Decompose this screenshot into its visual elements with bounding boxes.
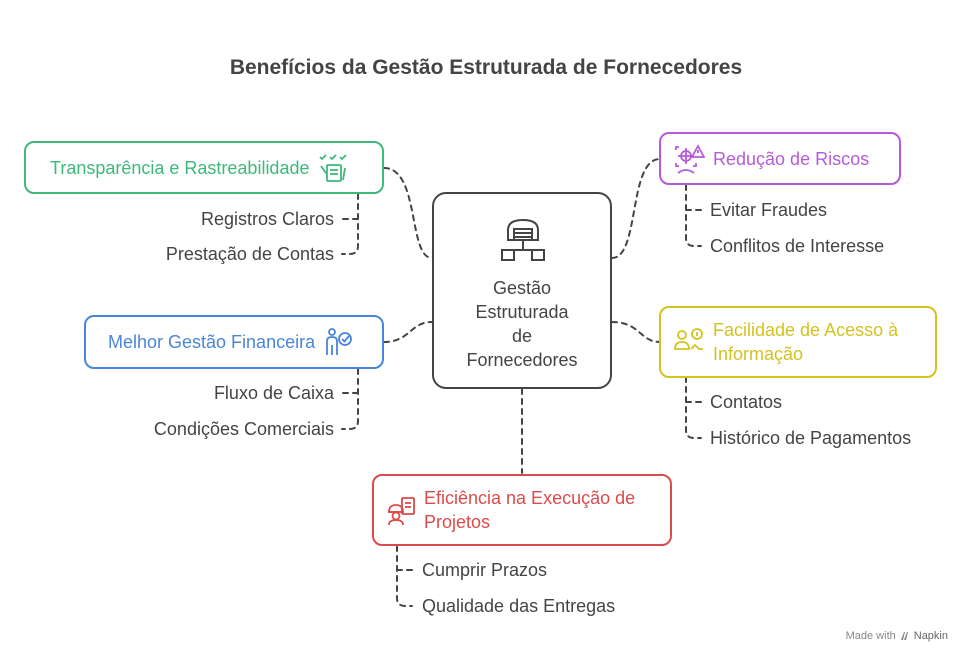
napkin-credit[interactable]: Made with Napkin bbox=[846, 630, 948, 642]
connector-finance-items bbox=[341, 368, 359, 430]
connector-risk bbox=[611, 158, 661, 259]
branch-efficiency: Eficiência na Execução de Projetos bbox=[372, 474, 672, 546]
branch-risk-label: Redução de Riscos bbox=[713, 148, 870, 169]
page-title: Benefícios da Gestão Estruturada de Forn… bbox=[229, 56, 743, 79]
credit-brand: Napkin bbox=[913, 630, 948, 642]
connector-access bbox=[611, 321, 661, 343]
person-check-icon bbox=[326, 328, 353, 355]
access-item-1: Histórico de Pagamentos bbox=[710, 428, 912, 448]
finance-item-1: Condições Comerciais bbox=[153, 419, 334, 439]
efficiency-item-0: Cumprir Prazos bbox=[422, 560, 548, 580]
transparency-item-0: Registros Claros bbox=[200, 209, 334, 229]
branch-risk: Redução de Riscos bbox=[659, 132, 901, 185]
tasks-checklist-icon bbox=[319, 153, 348, 182]
connector-transparency bbox=[383, 167, 433, 259]
risk-warning-icon bbox=[675, 143, 705, 174]
branch-finance-label: Melhor Gestão Financeira bbox=[108, 332, 316, 352]
branch-transparency-label: Transparência e Rastreabilidade bbox=[50, 157, 310, 178]
warehouse-network-icon bbox=[501, 218, 545, 261]
finance-item-0: Fluxo de Caixa bbox=[213, 383, 334, 403]
branch-access: Facilidade de Acesso à Informação bbox=[659, 306, 937, 378]
connector-finance bbox=[383, 321, 433, 343]
branch-efficiency-label: Eficiência na Execução de Projetos bbox=[424, 488, 636, 532]
access-item-0: Contatos bbox=[710, 392, 783, 412]
connector-access-items bbox=[685, 376, 702, 439]
info-person-icon bbox=[674, 328, 703, 350]
efficiency-item-1: Qualidade das Entregas bbox=[422, 596, 616, 616]
branch-finance: Melhor Gestão Financeira bbox=[84, 315, 384, 369]
risk-item-0: Evitar Fraudes bbox=[710, 200, 828, 220]
worker-clipboard-icon bbox=[388, 497, 415, 526]
risk-item-1: Conflitos de Interesse bbox=[710, 236, 885, 256]
connector-risk-items bbox=[685, 184, 702, 247]
connector-efficiency-items bbox=[396, 545, 413, 607]
branch-transparency: Transparência e Rastreabilidade bbox=[24, 141, 384, 194]
center-node: Gestão Estruturada de Fornecedores bbox=[432, 192, 612, 389]
napkin-logo-icon bbox=[900, 632, 908, 640]
branch-access-label: Facilidade de Acesso à Informação bbox=[713, 320, 899, 364]
center-label: Gestão Estruturada de Fornecedores bbox=[466, 278, 578, 370]
credit-prefix: Made with bbox=[845, 630, 896, 642]
transparency-item-1: Prestação de Contas bbox=[165, 244, 334, 264]
connector-transparency-items bbox=[341, 193, 359, 255]
